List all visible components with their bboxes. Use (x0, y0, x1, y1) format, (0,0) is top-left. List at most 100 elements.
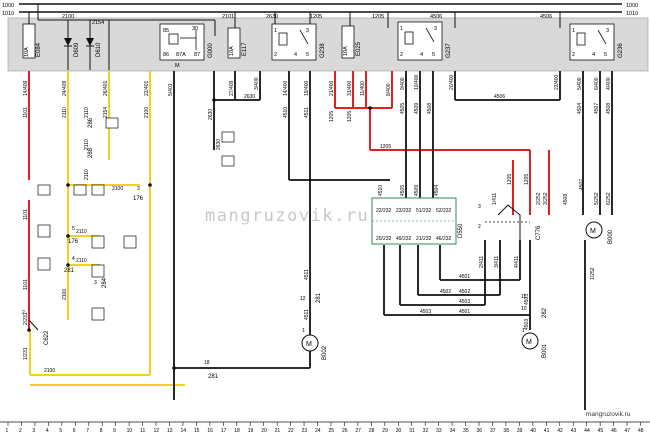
wire-code: 4510 (378, 185, 384, 196)
pin-label: 4 (294, 52, 297, 58)
red-wires (28, 71, 550, 330)
wire-code: 4504 (577, 103, 583, 114)
wire-code: 5/252 (594, 192, 600, 205)
connector-label: 281 (64, 268, 75, 274)
pin-number: 1 (522, 328, 525, 334)
pin-number: 5 (72, 226, 75, 232)
connector-label: 176 (68, 239, 79, 245)
wire-code: 2154 (103, 107, 109, 118)
connector-label: 284 (102, 277, 108, 288)
ruler-number: 15 (194, 428, 200, 433)
ruler-number: 10 (127, 428, 133, 433)
pin-label: 3 (434, 26, 437, 32)
motor-label: B000 (608, 229, 614, 244)
wire-labels-lower: 4510 4505 4509 4504 4501 4502 4503 4501 … (304, 185, 530, 330)
wire-code: 2630 (266, 14, 278, 20)
pin-label: 4 (592, 52, 595, 58)
ruler-number: 5 (59, 428, 62, 433)
wire-code: 4503 (524, 294, 530, 305)
wire-code: 4507 (579, 179, 585, 190)
module-d550: 22/232 23/232 51/232 52/232 20/232 49/23… (371, 197, 464, 245)
pin-number: 2 (478, 224, 481, 230)
connector-label: 281 (316, 292, 322, 303)
wire-code: 4506 (494, 94, 505, 100)
fuse-rating: 10A (343, 46, 349, 56)
rail-1010-label-right: 1010 (626, 11, 638, 17)
ruler-number: 4 (46, 428, 49, 433)
ruler-number: 7 (86, 428, 89, 433)
wire-code: 9/400 (400, 77, 406, 90)
fuse-rating: 10A (24, 47, 30, 57)
ruler-number: 12 (154, 428, 160, 433)
motor-pin: M (526, 339, 532, 346)
wire-code: 31/400 (347, 80, 353, 96)
motor-label: B001 (542, 343, 548, 358)
fuse-rating: 10A (229, 46, 235, 56)
ruler-number: 13 (167, 428, 173, 433)
watermark: mangruzovik.ru (205, 206, 369, 226)
ruler-number: 34 (450, 428, 456, 433)
wire-code: 11/400 (360, 81, 366, 96)
wire-code: 1101 (23, 209, 29, 220)
wire-code: 2/252 (536, 192, 542, 205)
ruler-number: 16 (207, 428, 213, 433)
diode-label: D609 (74, 42, 80, 57)
wire-code: 6/252 (606, 192, 612, 205)
ruler-number: 38 (503, 428, 509, 433)
wire-code: 1101 (23, 107, 29, 118)
wire-code: 3/400 (254, 77, 260, 90)
wire-code: 4501 (459, 309, 470, 315)
ruler-number: 35 (463, 428, 469, 433)
wire-code: 4503 (420, 309, 431, 315)
diode-d609: D609 (64, 26, 80, 70)
pin-number: 3 (137, 186, 140, 192)
wire-code: 4508 (563, 194, 569, 205)
pin-label: 85 (163, 28, 169, 34)
wire-code: 4503 (524, 319, 530, 330)
wire-code: 24/409 (62, 80, 68, 96)
ruler-number: 30 (396, 428, 402, 433)
fuse-label: E084 (36, 42, 42, 57)
relay-label: G238 (320, 43, 326, 58)
ruler-number: 40 (530, 428, 536, 433)
pin-label: 1 (572, 28, 575, 34)
motor-b000: M B000 (585, 221, 614, 244)
wire-code: 4502 (459, 289, 470, 295)
module-pin: 23/232 (396, 208, 412, 214)
ruler-number: 8 (100, 428, 103, 433)
module-pin: 21/232 (416, 236, 432, 242)
fuse-label: E025 (356, 41, 362, 56)
wire-code: 2110 (76, 258, 87, 264)
small-boxes (37, 117, 235, 321)
ruler-number: 20 (261, 428, 267, 433)
wire-code: 4510 (283, 107, 289, 118)
fuse-e117: 10A E117 (227, 27, 248, 59)
pin-number: 4 (72, 256, 75, 262)
wire-code: 2100 (62, 289, 68, 300)
ruler-number: 33 (436, 428, 442, 433)
pin-label: 1 (274, 28, 277, 34)
pin-number: 3 (94, 280, 97, 286)
junction-dots (27, 98, 372, 370)
wire-labels-right: 4506 22/400 1205 5/400 4504 6/400 4507 4… (380, 74, 612, 280)
pin-label: 2 (400, 52, 403, 58)
wire-code: 19/400 (304, 80, 310, 96)
wire-code: 1205 (310, 14, 322, 20)
wire-code: 27/409 (229, 80, 235, 96)
ruler-number: 22 (288, 428, 294, 433)
connector-labels: 286 288 176 176 281 284 281 281 282 (64, 117, 548, 380)
rail-1010-label: 1010 (2, 11, 14, 17)
motor-pin: M (306, 341, 312, 348)
ruler-number: 31 (409, 428, 415, 433)
wire-code: 4508 (427, 103, 433, 114)
ruler-number: 45 (598, 428, 604, 433)
switch-c622: C622 (28, 319, 50, 345)
pin-label: 3 (306, 28, 309, 34)
ruler-number: 28 (369, 428, 375, 433)
motor-b001: M B001 (521, 332, 548, 358)
wire-code: 1205 (380, 144, 391, 150)
wire-code: 14/409 (23, 80, 29, 96)
pin-label: 2 (274, 52, 277, 58)
module-label: D550 (458, 223, 464, 238)
ruler-number: 27 (355, 428, 361, 433)
